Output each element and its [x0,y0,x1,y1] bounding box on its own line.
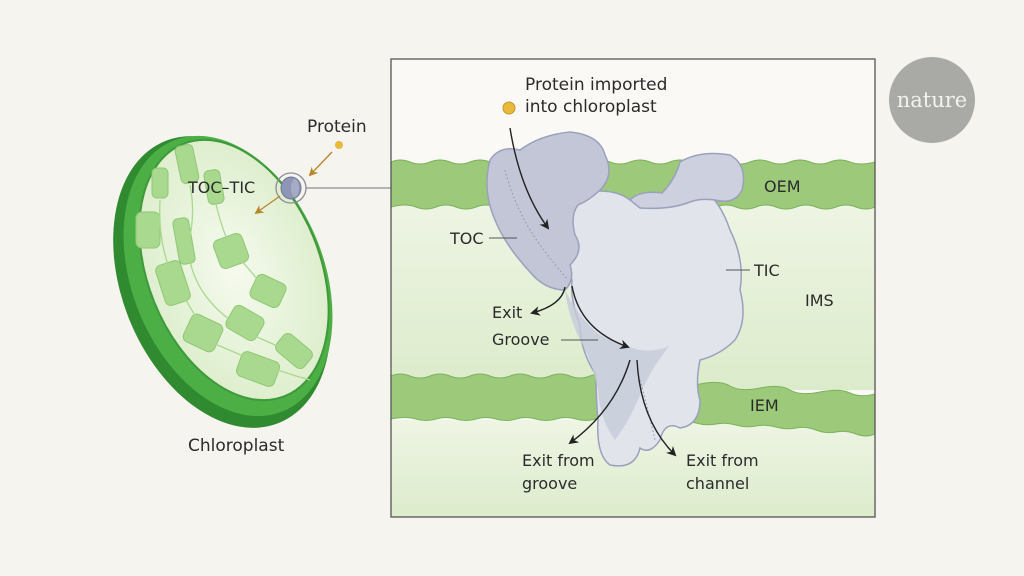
toc-tic-label: TOC–TIC [187,178,255,197]
nature-logo: nature [889,57,975,143]
tic-label: TIC [753,261,780,280]
exit-channel-arrow [636,359,677,457]
inset-border [390,58,876,518]
chloroplast-label: Chloroplast [188,436,285,456]
incoming-label-line2: into chloroplast [525,97,657,117]
stroma-lamellae [159,184,311,381]
iem-label: IEM [750,396,779,415]
incoming-protein-dot-icon [502,101,516,115]
groove-label: Groove [492,330,550,349]
protein-dot-icon [335,141,343,149]
incoming-label-line1: Protein imported [525,75,667,95]
protein-label: Protein [307,117,367,137]
toc-complex [486,131,610,291]
chloroplast-illustration: Protein TOC–TIC Chloroplast [113,117,391,456]
inset-panel: Protein imported into chloroplast OEM TO… [390,58,876,518]
toc-tic-complex-inner [291,179,299,197]
exit-channel-label-line2: channel [686,474,749,493]
exit-groove-arrow [568,359,631,445]
groove-region [565,290,670,440]
protein-inward-arrow [254,195,281,215]
protein-inbound-arrow [308,151,333,177]
toc-label: TOC [449,229,484,248]
exit-channel-label-line1: Exit from [686,451,759,470]
import-path-arrow [509,127,550,230]
channel-outline [639,379,656,441]
groove-arrow [571,285,630,349]
exit-groove-label-line1: Exit from [522,451,595,470]
nature-logo-text: nature [897,88,967,112]
oem-label: OEM [764,177,801,196]
exit-groove-label-line2: groove [522,474,577,493]
exit-arrow [530,286,566,316]
exit-label: Exit [492,303,522,322]
thylakoid-stacks [135,143,313,387]
ims-label: IMS [805,291,834,310]
nature-logo-badge [889,57,975,143]
tic-upper-lobe [628,152,745,210]
